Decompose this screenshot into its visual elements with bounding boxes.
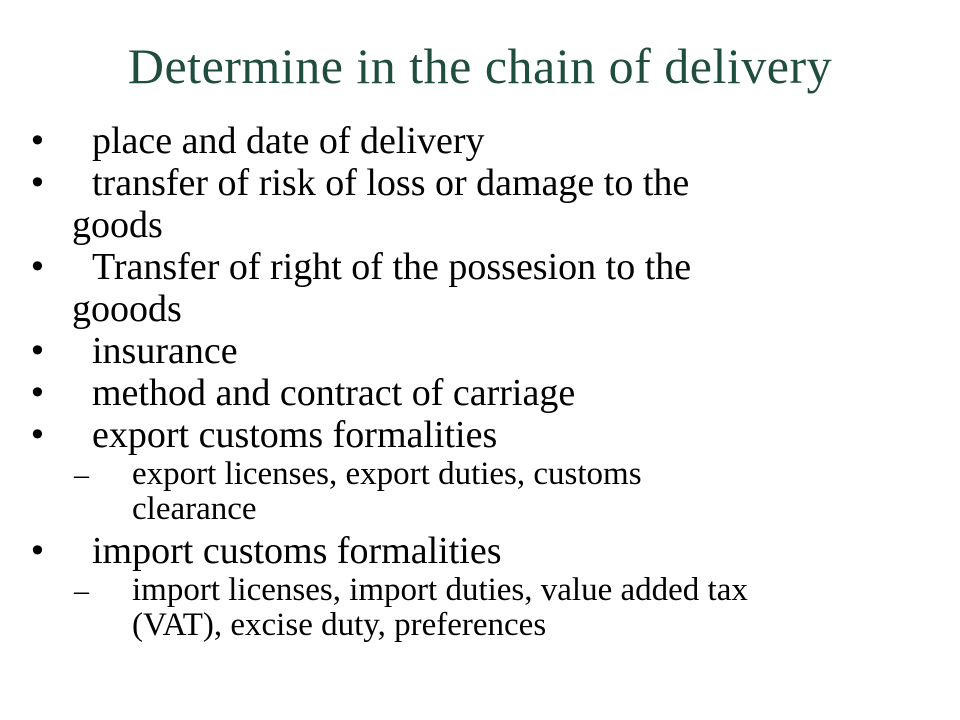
sub-bullet-text-continuation: (VAT), excise duty, preferences: [132, 607, 547, 643]
bullet-item: • insurance: [0, 330, 852, 372]
bullet-item: • export customs formalities: [0, 414, 852, 456]
bullet-marker: •: [28, 164, 47, 202]
bullet-marker: •: [28, 248, 47, 286]
bullet-text-continuation: goods: [72, 204, 163, 246]
bullet-marker: •: [28, 532, 47, 570]
slide-title: Determine in the chain of delivery: [127, 38, 833, 94]
bullet-text: export customs formalities: [92, 414, 498, 456]
bullet-text: transfer of risk of loss or damage to th…: [92, 162, 690, 204]
bullet-marker: •: [28, 374, 47, 412]
bullet-item: • transfer of risk of loss or damage to …: [0, 162, 852, 246]
bullet-text-continuation: gooods: [72, 288, 182, 330]
bullet-marker: •: [28, 332, 47, 370]
bullet-marker: •: [28, 416, 47, 454]
bullet-item: • Transfer of right of the possesion to …: [0, 246, 852, 330]
dash-marker: –: [74, 458, 89, 491]
bullet-text: insurance: [92, 330, 238, 372]
bullet-list: • place and date of delivery • transfer …: [0, 120, 960, 646]
bullet-marker: •: [28, 122, 47, 160]
sub-bullet-text-continuation: clearance: [132, 491, 257, 527]
sub-bullet-item: – import licenses, import duties, value …: [0, 573, 902, 643]
bullet-item: • import customs formalities: [0, 530, 852, 572]
bullet-text: place and date of delivery: [92, 120, 485, 162]
bullet-item: • place and date of delivery: [0, 120, 852, 162]
bullet-item: • method and contract of carriage: [0, 372, 852, 414]
bullet-text: Transfer of right of the possesion to th…: [92, 246, 692, 288]
sub-bullet-text: export licenses, export duties, customs: [132, 456, 642, 492]
dash-marker: –: [74, 574, 89, 607]
sub-bullet-text: import licenses, import duties, value ad…: [132, 572, 748, 608]
sub-bullet-item: – export licenses, export duties, custom…: [0, 457, 902, 527]
bullet-text: import customs formalities: [92, 530, 502, 572]
bullet-text: method and contract of carriage: [92, 372, 576, 414]
